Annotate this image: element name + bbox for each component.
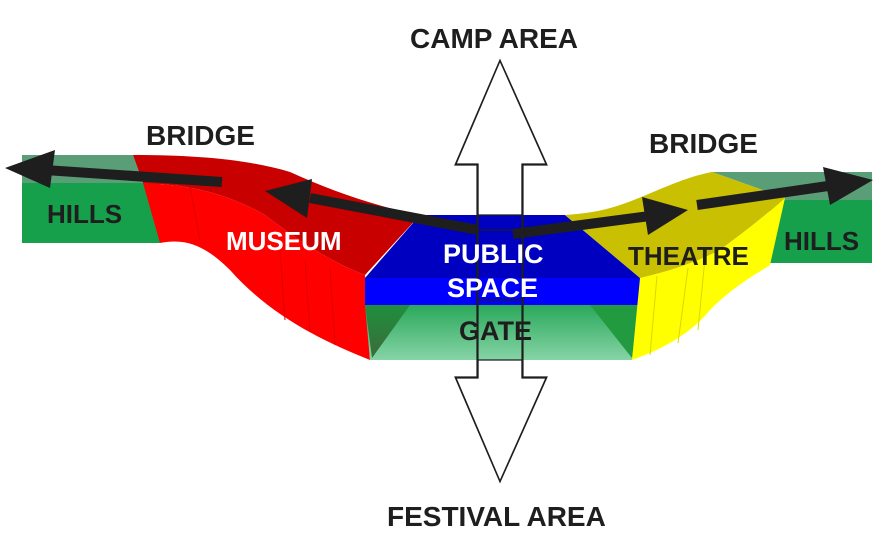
- camp-area-label: CAMP AREA: [410, 23, 579, 54]
- bridge-left-label: BRIDGE: [146, 120, 255, 151]
- gate-block: [365, 305, 640, 360]
- museum-label: MUSEUM: [226, 226, 342, 256]
- hills-right-label: HILLS: [784, 226, 860, 256]
- flow-arrow-to-left-hills: [5, 150, 223, 188]
- public-space-label-line1: PUBLIC: [443, 239, 544, 269]
- bridge-right-label: BRIDGE: [649, 128, 758, 159]
- flow-arrow-to-museum: [265, 179, 479, 235]
- flow-arrow-to-theatre: [512, 197, 688, 239]
- theatre-label: THEATRE: [628, 241, 749, 271]
- gate-label: GATE: [459, 316, 532, 346]
- public-space-label-line2: SPACE: [447, 273, 539, 303]
- camp-area-arrow-icon: [454, 58, 548, 301]
- hills-left-label: HILLS: [47, 199, 123, 229]
- festival-area-label: FESTIVAL AREA: [387, 501, 606, 532]
- flow-arrow-to-right-hills: [696, 167, 873, 210]
